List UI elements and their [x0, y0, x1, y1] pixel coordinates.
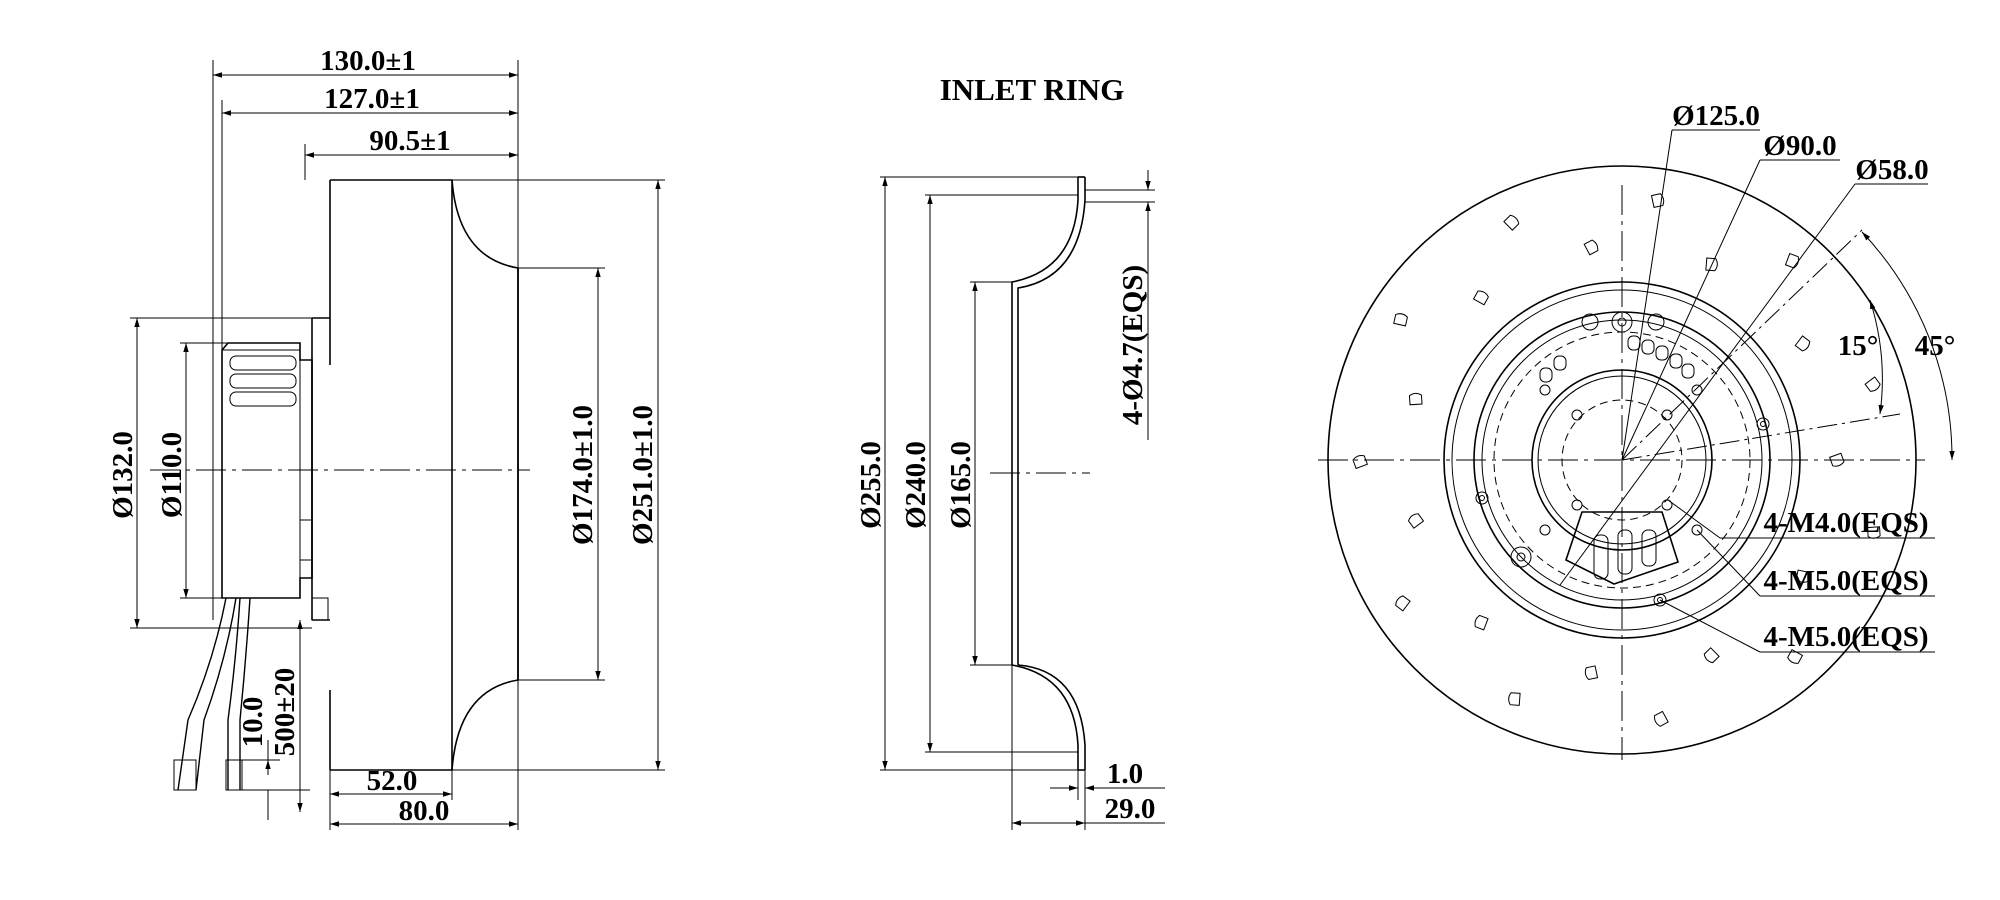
lead-wires	[173, 597, 251, 791]
dim-thread-m5-a: 4-M5.0(EQS)	[1763, 565, 1928, 597]
dim-pcd-125: Ø125.0	[1672, 100, 1760, 132]
blade-slot	[1508, 692, 1521, 706]
blade-slot	[1654, 710, 1669, 727]
dim-housing-width: 127.0±1	[324, 83, 420, 115]
cable-cluster	[1539, 335, 1695, 383]
inlet-ring-view: INLET RING	[855, 72, 1165, 830]
blade-slot	[1650, 193, 1665, 208]
dim-depth-80: 80.0	[399, 795, 450, 827]
blade-slot	[1472, 290, 1489, 306]
dim-pcd-90: Ø90.0	[1763, 130, 1836, 162]
dim-lead-length: 500±20	[269, 668, 301, 756]
blade-slot	[1395, 595, 1411, 612]
cable-outlet	[1565, 511, 1680, 585]
blade-slot	[1503, 214, 1520, 231]
dim-pcd-58: Ø58.0	[1855, 154, 1928, 186]
dim-angle-15: 15°	[1838, 330, 1879, 362]
dim-ring-mount-dia: Ø240.0	[900, 441, 932, 529]
dim-depth-52: 52.0	[367, 765, 418, 797]
blade-slot	[1829, 452, 1845, 467]
blade-slot	[1352, 454, 1369, 470]
blade-slot	[1787, 648, 1804, 664]
impeller-diameter-dimensions	[452, 179, 665, 771]
dim-thread-m5-b: 4-M5.0(EQS)	[1763, 621, 1928, 653]
motor-profile	[221, 342, 329, 621]
blade-slot	[1584, 665, 1599, 681]
angle-arcs	[1861, 231, 1955, 461]
dim-inlet-dia: Ø174.0±1.0	[567, 405, 599, 545]
dim-motor-dia: Ø110.0	[156, 432, 188, 518]
dim-flange-dia: Ø132.0	[107, 431, 139, 519]
blade-slot	[1408, 392, 1423, 406]
motor-diameter-dimensions	[130, 317, 312, 629]
blade-slot	[1703, 647, 1720, 664]
inlet-ring-profile	[1011, 176, 1086, 771]
dim-ring-holes: 4-Ø4.7(EQS)	[1117, 265, 1149, 425]
width-dimensions	[212, 60, 519, 620]
dim-angle-45: 45°	[1915, 330, 1956, 362]
dim-strip-length: 10.0	[237, 697, 269, 748]
dim-ring-outer-dia: Ø255.0	[855, 441, 887, 529]
front-view: Ø125.0 Ø90.0 Ø58.0 15° 45° 4-M4.0(EQS) 4…	[1318, 100, 1955, 760]
blade-slot	[1583, 239, 1599, 256]
dim-thread-m4: 4-M4.0(EQS)	[1763, 507, 1928, 539]
blade-slot	[1705, 257, 1718, 272]
impeller-profile	[311, 179, 519, 771]
lead-dimensions	[240, 620, 310, 820]
dim-ring-throat-dia: Ø165.0	[945, 441, 977, 529]
blade-slot	[1794, 335, 1811, 352]
pcd-leaders	[1559, 129, 1928, 586]
dim-ring-thickness: 1.0	[1107, 758, 1143, 790]
thread-leaders	[1659, 499, 1935, 653]
depth-dimensions	[329, 680, 519, 830]
blade-slot	[1864, 376, 1881, 392]
blade-slot	[1795, 569, 1811, 583]
dim-impeller-dia: Ø251.0±1.0	[627, 405, 659, 545]
blade-slot	[1784, 252, 1800, 269]
blade-slot	[1393, 313, 1408, 327]
mounting-bosses	[1475, 311, 1770, 607]
blade-slot	[1474, 614, 1489, 631]
dim-ring-height: 29.0	[1105, 793, 1156, 825]
inlet-ring-dimensions	[880, 170, 1165, 830]
dim-overall-width: 130.0±1	[320, 45, 416, 77]
blade-slot	[1407, 513, 1425, 529]
side-view: 130.0±1 127.0±1 90.5±1 Ø132.0 Ø110.0 Ø17…	[107, 45, 665, 830]
dim-impeller-width: 90.5±1	[369, 125, 450, 157]
inlet-ring-title: INLET RING	[940, 72, 1125, 107]
